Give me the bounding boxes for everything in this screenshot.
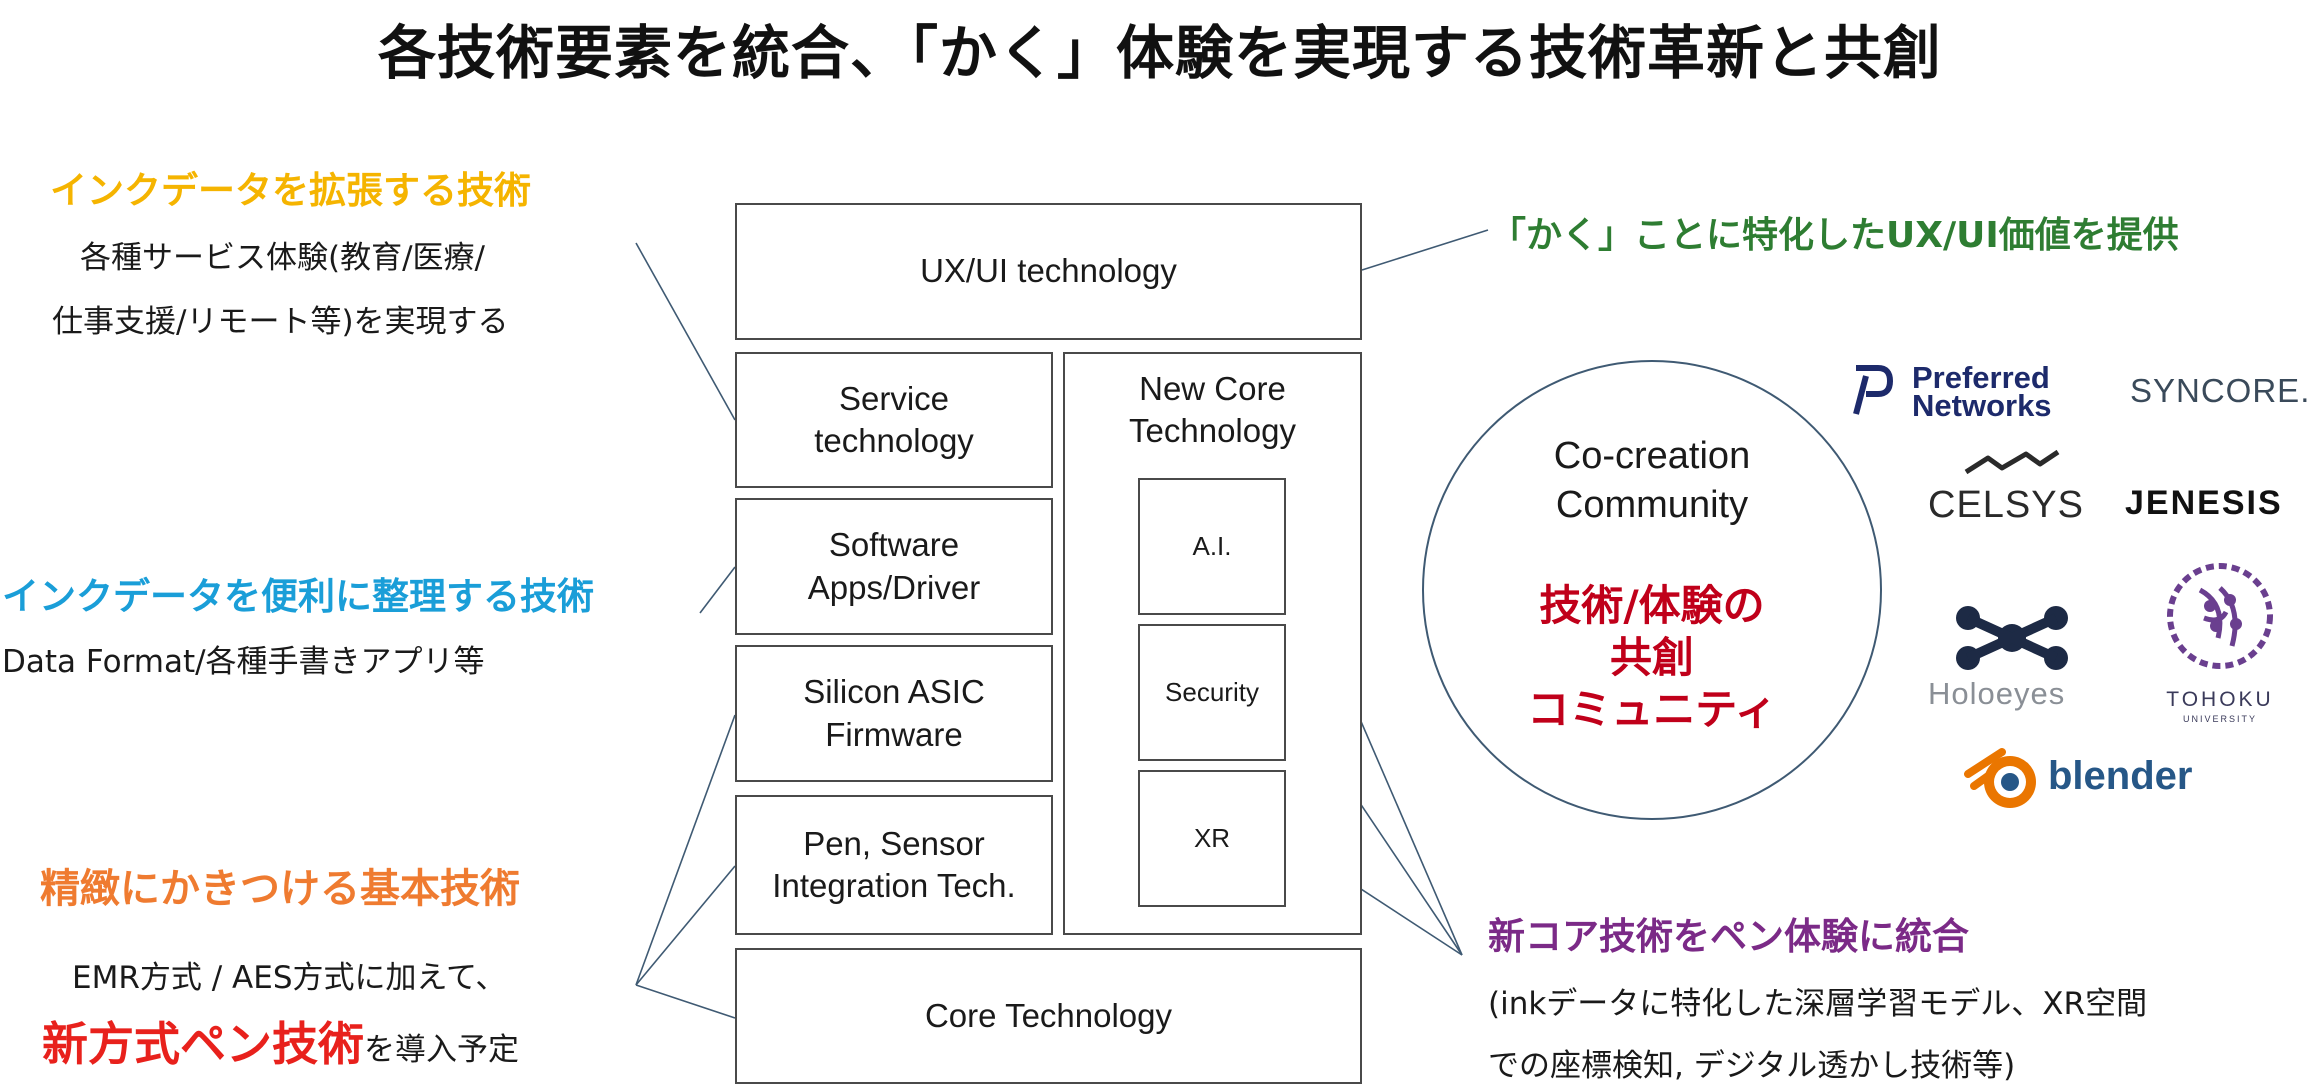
blender-mark-icon [1964, 748, 2036, 808]
co-creation-community-circle [1422, 360, 1882, 820]
pfn-line2: Networks [1912, 388, 2052, 423]
expand-desc-line2: 仕事支援/リモート等)を実現する [52, 304, 509, 340]
co-creation-community-label: Co-creation Community [1553, 435, 1751, 526]
precise-heading: 精緻にかきつける基本技術 [40, 866, 520, 912]
page-title: 各技術要素を統合、「かく」体験を実現する技術革新と共創 [377, 19, 1942, 87]
connector-organize [699, 566, 736, 614]
new-core-heading: 新コア技術をペン体験に統合 [1488, 915, 1969, 958]
organize-heading: インクデータを便利に整理する技術 [2, 575, 594, 618]
ai-box: A.I. [1138, 478, 1286, 615]
blender-wordmark: blender [2048, 754, 2193, 798]
ux-value-heading: 「かく」ことに特化したUX/UI価値を提供 [1490, 215, 2179, 256]
pen-sensor-integration-box: Pen, Sensor Integration Tech. [735, 795, 1053, 935]
pfn-mark-icon [1853, 365, 1894, 415]
tohoku-crest-icon [2167, 563, 2273, 669]
holoeyes-mark-icon [1956, 606, 2068, 670]
ux-ui-technology-box: UX/UI technology [735, 203, 1362, 340]
precise-desc-line1: EMR方式 / AES方式に加えて、 [72, 960, 507, 996]
xr-box: XR [1138, 770, 1286, 907]
new-pen-tech-rest: を導入予定 [364, 1032, 519, 1068]
expand-desc-line1: 各種サービス体験(教育/医療/ [80, 240, 485, 276]
co-creation-highlight: 技術/体験の 共創 コミュニティ [1527, 581, 1777, 735]
precise-desc-line2: 新方式ペン技術を導入予定 [42, 1008, 519, 1074]
connector-precise-core [635, 984, 736, 1019]
expand-heading: インクデータを拡張する技術 [50, 169, 531, 212]
core-technology-box: Core Technology [735, 948, 1362, 1084]
celsys-mark-icon [1964, 449, 2060, 475]
connector-expand [635, 242, 736, 421]
holoeyes-wordmark: Holoeyes [1928, 676, 2066, 711]
software-apps-driver-box: Software Apps/Driver [735, 498, 1053, 635]
jenesis-logo: JENESIS [2125, 484, 2283, 522]
security-box: Security [1138, 624, 1286, 761]
service-technology-box: Service technology [735, 352, 1053, 488]
organize-desc-line1: Data Format/各種手書きアプリ等 [2, 644, 485, 680]
pfn-line1: Preferred [1912, 360, 2050, 395]
connector-ux [1361, 229, 1489, 271]
new-core-desc-line2: での座標検知, デジタル透かし技術等) [1488, 1048, 2016, 1084]
connector-precise-silicon [635, 714, 736, 986]
tohoku-subtext: UNIVERSITY [2182, 714, 2257, 724]
new-pen-tech-highlight: 新方式ペン技術 [42, 1017, 364, 1071]
connector-precise-pen [635, 865, 736, 986]
celsys-wordmark: CELSYS [1928, 484, 2084, 526]
tohoku-wordmark: TOHOKU [2166, 688, 2274, 711]
new-core-desc-line1: (inkデータに特化した深層学習モデル、XR空間 [1488, 986, 2148, 1022]
silicon-asic-firmware-box: Silicon ASIC Firmware [735, 645, 1053, 782]
syncore-logo: SYNCORE. [2130, 372, 2311, 409]
